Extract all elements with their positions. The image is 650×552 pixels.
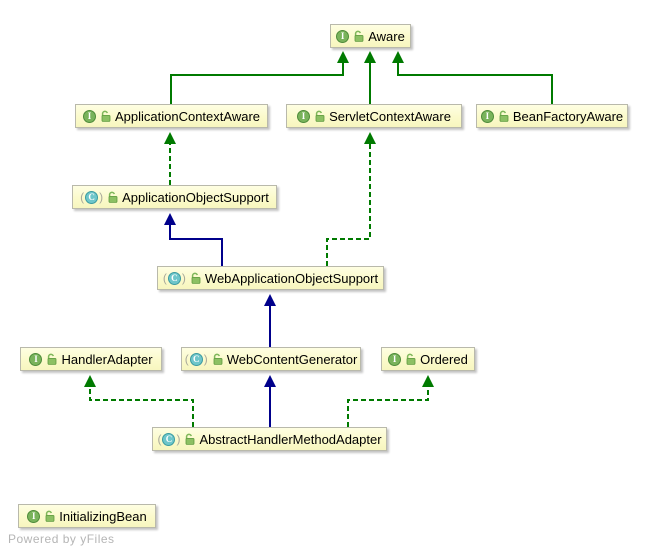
edge-abstracthandlermethodadapter-to-ordered[interactable] [347,375,434,427]
public-lock-icon [314,110,325,122]
public-lock-icon [107,191,118,203]
edge-abstracthandlermethodadapter-to-handleradapter[interactable] [84,375,194,427]
public-lock-icon [44,510,55,522]
public-lock-icon [353,30,364,42]
node-aware[interactable]: I Aware [330,24,411,48]
node-web-content-generator[interactable]: C WebContentGenerator [181,347,361,371]
public-lock-icon [100,110,111,122]
abstract-class-icon: C [80,190,103,204]
edge-servletcontextaware-to-aware[interactable] [364,51,376,104]
node-label: Ordered [420,351,468,367]
interface-icon: I [297,109,311,123]
edge-applicationobjectsupport-to-applicationcontextaware[interactable] [164,132,176,185]
node-abstract-handler-method-adapter[interactable]: C AbstractHandlerMethodAdapter [152,427,387,451]
node-label: HandlerAdapter [61,351,153,367]
public-lock-icon [190,272,201,284]
edge-applicationcontextaware-to-aware[interactable] [170,51,349,104]
node-ordered[interactable]: I Ordered [381,347,475,371]
edge-abstracthandlermethodadapter-to-webcontentgenerator[interactable] [264,375,276,427]
public-lock-icon [498,110,509,122]
node-label: Aware [368,28,405,44]
public-lock-icon [46,353,57,365]
node-label: ApplicationObjectSupport [122,189,269,205]
abstract-class-icon: C [163,271,186,285]
public-lock-icon [212,353,223,365]
edge-webapplicationobjectsupport-to-servletcontextaware[interactable] [326,132,376,266]
abstract-class-icon: C [157,432,180,446]
interface-icon: I [29,352,43,366]
node-label: AbstractHandlerMethodAdapter [199,431,382,447]
edge-webcontentgenerator-to-webapplicationobjectsupport[interactable] [264,294,276,347]
node-application-object-support[interactable]: C ApplicationObjectSupport [72,185,277,209]
node-label: ApplicationContextAware [114,108,260,124]
node-label: BeanFactoryAware [512,108,624,124]
edge-webapplicationobjectsupport-to-applicationobjectsupport[interactable] [164,213,223,266]
public-lock-icon [405,353,416,365]
yfiles-watermark: Powered by yFiles [8,532,115,546]
interface-icon: I [82,109,96,123]
node-handler-adapter[interactable]: I HandlerAdapter [20,347,162,371]
interface-icon: I [388,352,402,366]
node-servlet-context-aware[interactable]: I ServletContextAware [286,104,462,128]
node-label: WebContentGenerator [226,351,358,367]
node-initializing-bean[interactable]: I InitializingBean [18,504,156,528]
interface-icon: I [336,29,350,43]
interface-icon: I [27,509,41,523]
interface-icon: I [480,109,494,123]
node-label: WebApplicationObjectSupport [204,270,379,286]
node-label: ServletContextAware [329,108,451,124]
node-bean-factory-aware[interactable]: I BeanFactoryAware [476,104,628,128]
node-web-application-object-support[interactable]: C WebApplicationObjectSupport [157,266,384,290]
node-application-context-aware[interactable]: I ApplicationContextAware [75,104,268,128]
node-label: InitializingBean [59,508,147,524]
abstract-class-icon: C [185,352,208,366]
public-lock-icon [184,433,195,445]
edge-beanfactoryaware-to-aware[interactable] [392,51,553,104]
